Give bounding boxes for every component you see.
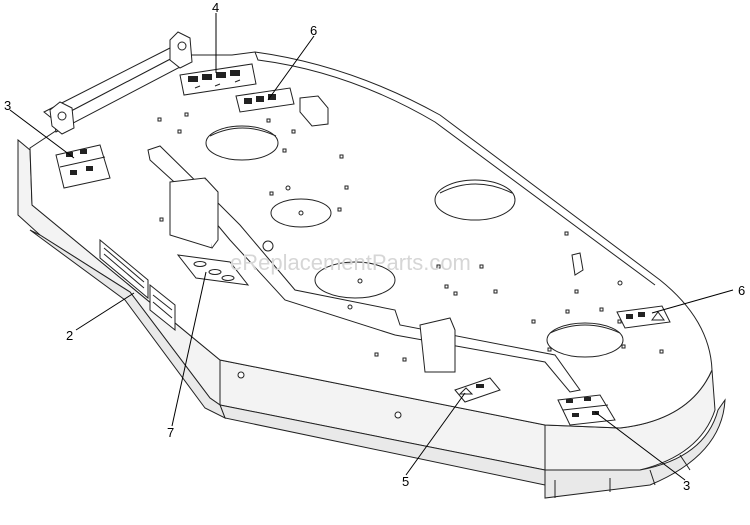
discharge-baffle <box>147 95 584 393</box>
decal-4 <box>179 63 257 96</box>
callout-7: 7 <box>167 425 174 440</box>
callout-4: 4 <box>212 0 219 15</box>
callout-6-rear: 6 <box>310 23 317 38</box>
callout-5: 5 <box>402 474 409 489</box>
watermark-text: eReplacementParts.com <box>230 250 471 275</box>
decal-6-rear <box>235 87 295 113</box>
deck-skirt <box>17 138 726 499</box>
decal-2 <box>99 238 176 332</box>
leader-lines <box>9 13 734 481</box>
callout-3-right: 3 <box>683 478 690 493</box>
callout-6-right: 6 <box>738 283 745 298</box>
blade-openings <box>205 125 624 358</box>
mounting-holes <box>157 112 664 362</box>
deck-top-plate <box>29 31 713 429</box>
callout-3-left: 3 <box>4 98 11 113</box>
callout-2: 2 <box>66 328 73 343</box>
decal-7 <box>176 254 250 286</box>
decal-3-right <box>557 394 616 426</box>
callout-labels: 4 6 3 6 2 7 5 3 <box>4 0 745 493</box>
